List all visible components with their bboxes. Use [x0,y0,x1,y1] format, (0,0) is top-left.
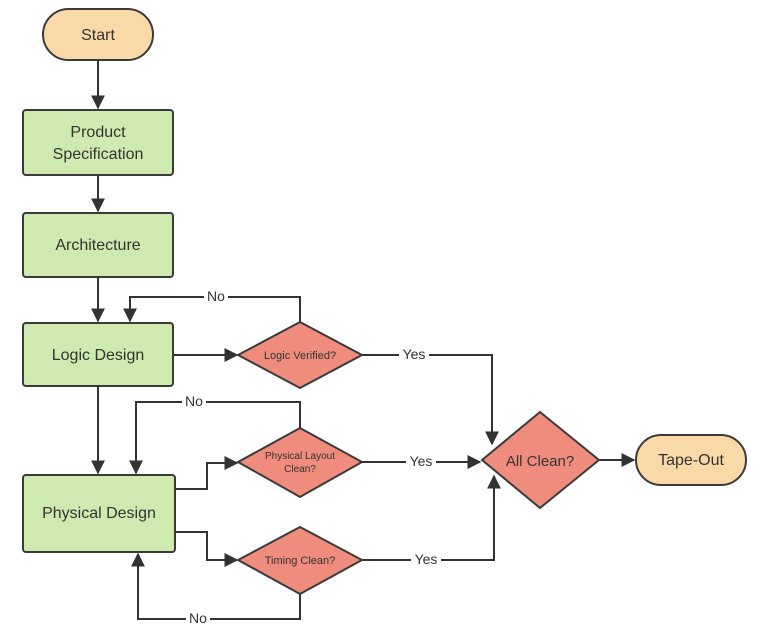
label-logic-yes: Yes [403,346,426,362]
edge-physical-to-timing [175,531,239,567]
label-logic-no: No [207,288,225,304]
product-spec-shape [22,109,174,176]
layout-clean-shape [235,426,365,499]
timing-clean-decision: Timing Clean? [235,525,365,596]
label-layout-no: No [185,393,203,409]
all-clean-shape [480,410,601,510]
logic-design-node: Logic Design [22,322,174,387]
tape-out-shape [635,434,747,486]
product-spec-label-line1: Product [70,124,126,141]
edge-timing-yes [362,474,501,561]
product-spec-label-line2: Specification [53,146,144,163]
physical-design-shape [22,474,176,553]
all-clean-decision: All Clean? [480,410,601,510]
start-shape [42,8,154,61]
layout-clean-decision: Physical Layout Clean? [235,426,365,499]
product-spec-node: Product Specification [22,109,174,176]
label-timing-no: No [189,610,207,626]
tape-out-node: Tape-Out [635,434,747,486]
all-clean-label: All Clean? [506,453,574,470]
timing-clean-shape [235,525,365,596]
logic-design-label: Logic Design [52,347,145,364]
start-node: Start [42,8,154,61]
logic-verified-decision: Logic Verified? [235,320,365,390]
logic-verified-shape [235,320,365,390]
physical-design-node: Physical Design [22,474,176,553]
edge-timing-no [131,552,301,620]
timing-clean-label: Timing Clean? [265,555,336,567]
edge-layout-no [129,401,301,475]
connectors [91,60,636,620]
logic-verified-label: Logic Verified? [264,350,336,362]
label-layout-yes: Yes [410,453,433,469]
edge-labels: No Yes No Yes Yes No [182,288,441,627]
edge-verified-yes [362,354,499,446]
label-timing-yes: Yes [415,551,438,567]
logic-design-shape [22,322,174,387]
architecture-node: Architecture [22,212,174,278]
layout-clean-label-line1: Physical Layout [265,451,335,462]
edge-physical-to-layout [175,456,239,490]
tape-out-label: Tape-Out [658,452,724,469]
architecture-label: Architecture [55,237,140,254]
layout-clean-label-line2: Clean? [284,464,316,475]
architecture-shape [22,212,174,278]
start-label: Start [81,27,115,44]
physical-design-label: Physical Design [42,505,156,522]
